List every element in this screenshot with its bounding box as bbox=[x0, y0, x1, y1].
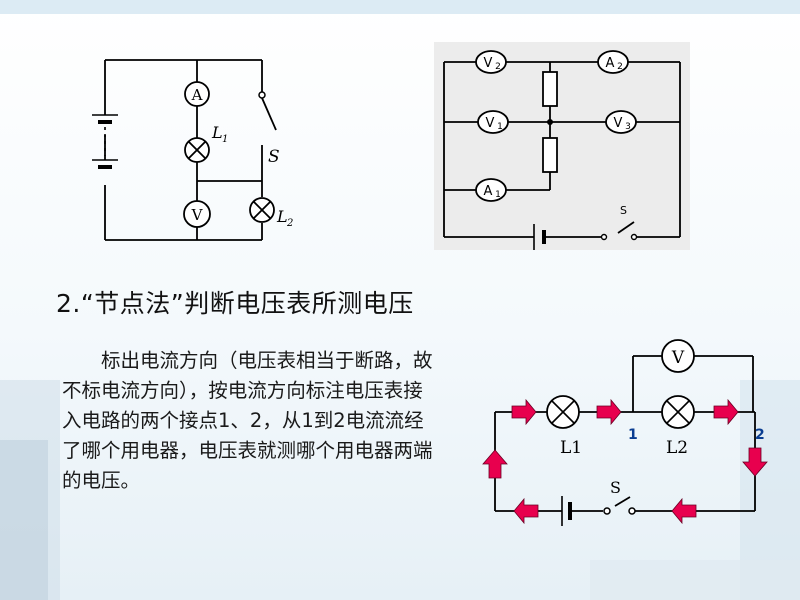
lamp-l1-3-label: L1 bbox=[560, 438, 582, 458]
voltmeter-v3: V 3 bbox=[605, 110, 637, 134]
svg-text:2: 2 bbox=[495, 62, 501, 72]
current-arrow-bottom-right bbox=[671, 497, 697, 525]
ammeter: A bbox=[184, 81, 210, 107]
ammeter-a1: A 1 bbox=[475, 178, 507, 202]
node-1-label: 1 bbox=[628, 427, 638, 443]
lamp-l2-subscript: 2 bbox=[286, 218, 293, 229]
svg-text:V: V bbox=[484, 56, 493, 71]
explanation-paragraph: 标出电流方向（电压表相当于断路，故不标电流方向），按电流方向标注电压表接入电路的… bbox=[62, 349, 433, 492]
svg-text:V: V bbox=[671, 348, 685, 368]
voltmeter-v2: V 2 bbox=[475, 50, 507, 74]
voltmeter-label: V bbox=[191, 206, 204, 224]
ammeter-a2: A 2 bbox=[597, 50, 629, 74]
lamp-l2-3-label: L2 bbox=[666, 438, 688, 458]
circuit-diagram-3: S V L1 L2 1 2 bbox=[482, 339, 768, 526]
svg-text:V: V bbox=[614, 116, 623, 131]
section-heading: 2.“节点法”判断电压表所测电压 bbox=[56, 289, 414, 318]
current-arrow-bottom-left bbox=[513, 497, 539, 525]
svg-text:A: A bbox=[606, 56, 615, 71]
switch-label-2: S bbox=[620, 204, 627, 217]
svg-text:1: 1 bbox=[497, 122, 503, 132]
voltmeter: V bbox=[183, 200, 211, 228]
current-arrow-left-up bbox=[482, 449, 508, 479]
svg-text:2: 2 bbox=[617, 62, 623, 72]
lamp-l1 bbox=[184, 137, 210, 163]
node-2-label: 2 bbox=[755, 427, 765, 443]
circuit-diagram-2: S V 2 A 2 V 1 V 3 A 1 bbox=[434, 42, 690, 250]
lamp-l1-3 bbox=[546, 395, 580, 429]
voltmeter-3: V bbox=[661, 339, 695, 373]
svg-text:3: 3 bbox=[625, 122, 631, 132]
current-arrow-right-down bbox=[742, 447, 768, 477]
lamp-l2-label: L bbox=[276, 207, 288, 226]
lamp-l2-3 bbox=[661, 395, 695, 429]
lamp-l1-label: L bbox=[211, 123, 223, 142]
lamp-l2 bbox=[249, 197, 275, 223]
svg-text:A: A bbox=[484, 184, 493, 199]
current-arrow-top-right bbox=[713, 398, 739, 426]
voltmeter-v1: V 1 bbox=[477, 110, 509, 134]
switch-label-3: S bbox=[610, 478, 621, 497]
switch-label: S bbox=[268, 147, 280, 167]
svg-text:V: V bbox=[486, 116, 495, 131]
circuit-diagram-1: A L 1 S V L 2 bbox=[92, 59, 293, 241]
current-arrow-top-middle bbox=[596, 398, 622, 426]
current-arrow-top-left bbox=[511, 398, 537, 426]
lamp-l1-subscript: 1 bbox=[222, 134, 228, 145]
ammeter-label: A bbox=[191, 86, 203, 104]
svg-text:1: 1 bbox=[495, 190, 501, 200]
